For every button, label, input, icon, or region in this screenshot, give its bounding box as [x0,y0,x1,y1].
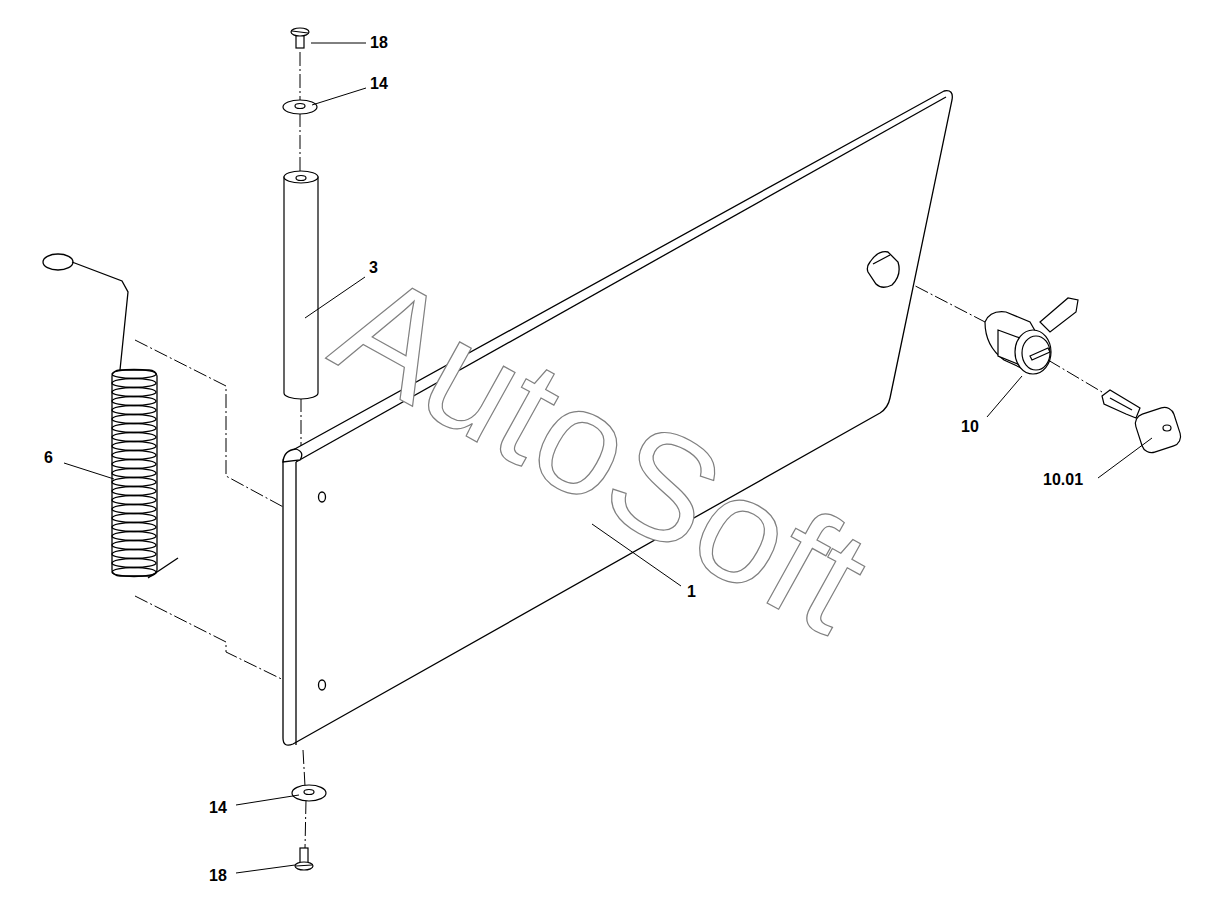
spring-coil [112,451,156,460]
callout-number: 10 [961,419,979,435]
spring [43,254,178,578]
spring-coil [112,541,156,550]
callout-number: 10.01 [1043,472,1083,488]
screw-bottom [295,848,313,870]
center-lines [135,52,1102,848]
lock-cylinder [985,298,1078,374]
spring-coil [112,514,156,523]
spring-coil [112,460,156,469]
spring-coil [112,442,156,451]
spring-coil [112,433,156,442]
spring-coil [112,379,156,388]
spring-coil [112,370,156,379]
spring-coil [112,559,156,568]
callout-number: 14 [209,800,227,816]
hinge-pin [284,171,318,399]
spring-coil [112,505,156,514]
spring-coil [112,532,156,541]
spring-coil [112,424,156,433]
washer-top [283,100,317,114]
leader-lines [64,43,1152,873]
washer-bottom [292,785,326,801]
callout-number: 18 [209,868,227,884]
screw-top [291,28,309,48]
spring-coil [112,397,156,406]
spring-coil [112,406,156,415]
spring-coil [112,487,156,496]
callout-number: 18 [370,35,388,51]
spring-coil [112,478,156,487]
spring-coil [112,388,156,397]
spring-coil [112,550,156,559]
door-plate [283,91,952,745]
spring-coil [112,415,156,424]
callout-number: 14 [370,76,388,92]
callout-number: 6 [44,450,53,466]
spring-coil [112,523,156,532]
spring-coil [112,496,156,505]
spring-coil [112,568,156,577]
spring-coil [112,469,156,478]
